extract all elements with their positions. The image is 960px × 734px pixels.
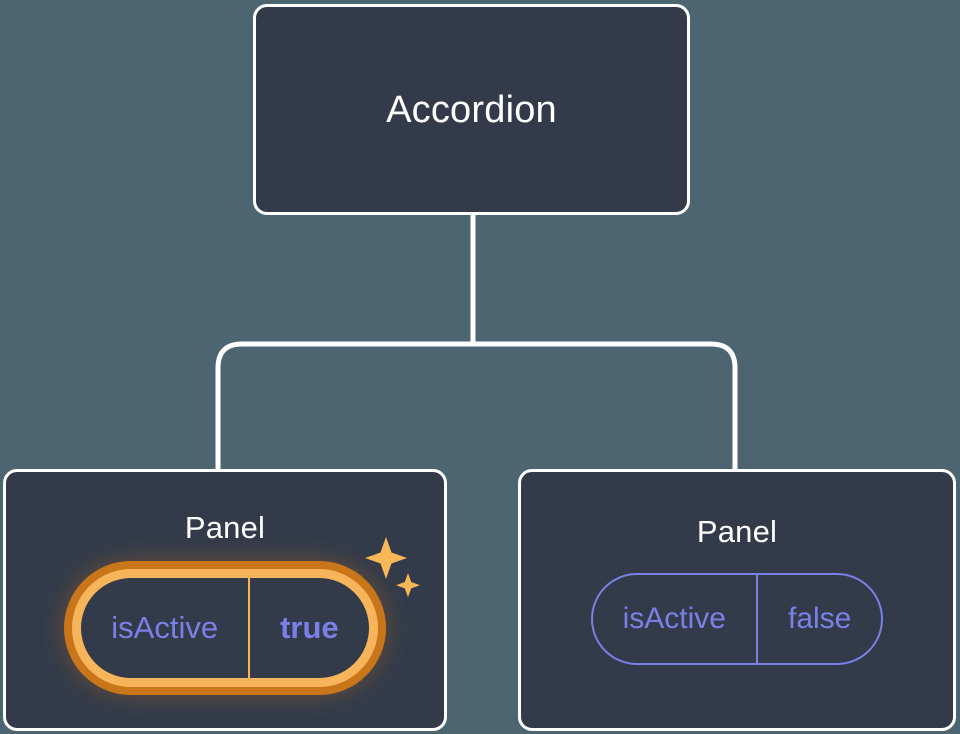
prop-pill-wrapper: isActive true bbox=[72, 537, 420, 687]
node-panel-inactive[interactable]: Panel isActive false bbox=[518, 469, 956, 731]
prop-name: isActive bbox=[111, 610, 219, 645]
prop-name: isActive bbox=[622, 602, 726, 635]
node-title: Panel bbox=[184, 510, 266, 545]
prop-value: false bbox=[755, 575, 881, 663]
prop-pill-wrapper: isActive false bbox=[590, 573, 884, 665]
prop-value: true bbox=[248, 578, 369, 678]
connector-branch-bar bbox=[215, 341, 738, 470]
node-title: Accordion bbox=[386, 88, 557, 131]
node-title: Panel bbox=[696, 514, 778, 549]
prop-pill-highlighted[interactable]: isActive true bbox=[72, 569, 378, 687]
node-panel-active[interactable]: Panel isActive true bbox=[3, 469, 447, 731]
node-accordion[interactable]: Accordion bbox=[253, 4, 690, 215]
prop-pill[interactable]: isActive false bbox=[590, 573, 884, 665]
